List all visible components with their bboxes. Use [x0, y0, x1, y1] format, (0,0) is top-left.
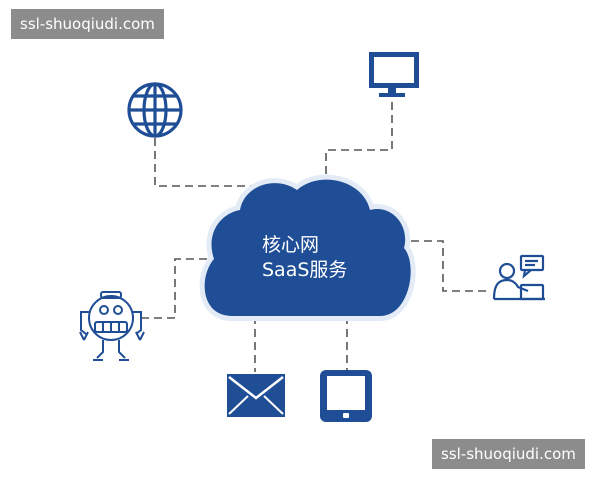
connector-support [398, 240, 487, 292]
connector-monitor [325, 102, 393, 190]
watermark-top: ssl-shuoqiudi.com [11, 9, 164, 39]
mail-icon [227, 374, 285, 417]
cloud-shape [204, 179, 411, 316]
connector-globe [154, 138, 255, 187]
cloud-subtitle: SaaS服务 [262, 259, 347, 281]
cloud-title: 核心网 [262, 234, 319, 256]
connectors [141, 102, 487, 372]
watermark-bottom: ssl-shuoqiudi.com [432, 439, 585, 469]
globe-icon [127, 82, 183, 138]
tablet-icon [320, 370, 372, 422]
cloud: 核心网 SaaS服务 [199, 174, 416, 321]
connector-robot [141, 258, 207, 319]
robot-icon [79, 291, 145, 361]
monitor-icon [369, 52, 419, 97]
support-person-icon [492, 254, 545, 301]
